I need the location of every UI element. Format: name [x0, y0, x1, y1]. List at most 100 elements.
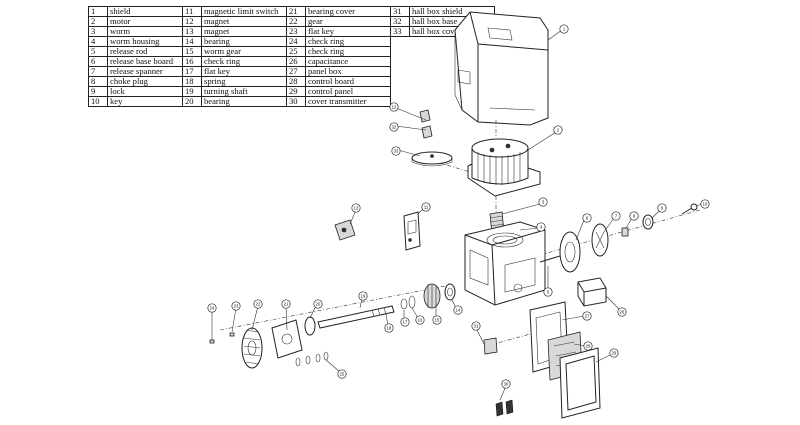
callout-33: 33 — [391, 146, 401, 156]
part-choke-plug — [621, 227, 629, 237]
callout-1: 1 — [559, 24, 569, 34]
callout-3: 3 — [538, 197, 548, 207]
callout-label: 17 — [403, 320, 408, 325]
part-key — [681, 203, 698, 215]
callout-25: 25 — [337, 369, 347, 379]
part-capacitance — [577, 277, 607, 307]
callout-label: 9 — [661, 206, 664, 211]
part-gear — [241, 327, 263, 369]
callout-19: 19 — [358, 291, 368, 301]
callout-31: 31 — [471, 321, 481, 331]
callout-29: 29 — [609, 348, 619, 358]
callout-26: 26 — [617, 307, 627, 317]
part-worm-gear — [423, 283, 441, 309]
part-release-spanner — [591, 223, 609, 257]
callout-15: 15 — [432, 315, 442, 325]
callout-5: 5 — [543, 287, 553, 297]
part-motor — [467, 138, 541, 197]
callout-label: 13 — [354, 206, 359, 211]
part-check-rings — [295, 351, 329, 367]
callout-28: 28 — [583, 341, 593, 351]
callout-13: 13 — [351, 203, 361, 213]
callout-label: 23 — [234, 304, 239, 309]
callout-label: 7 — [615, 214, 618, 219]
leader-lines — [211, 29, 703, 401]
callout-14: 14 — [453, 305, 463, 315]
callout-label: 2 — [557, 128, 560, 133]
callout-32: 32 — [389, 122, 399, 132]
callout-20: 20 — [313, 299, 323, 309]
callout-label: 20 — [316, 302, 321, 307]
callout-23: 23 — [231, 301, 241, 311]
callout-label: 16 — [418, 318, 423, 323]
callout-label: 14 — [456, 308, 461, 313]
callout-label: 29 — [612, 351, 617, 356]
callout-label: 21 — [284, 302, 289, 307]
part-control-panel — [559, 347, 601, 419]
callout-label: 6 — [586, 216, 589, 221]
callout-label: 4 — [540, 225, 543, 230]
callout-6: 6 — [582, 213, 592, 223]
callout-label: 26 — [620, 310, 625, 315]
callout-label: 3 — [542, 200, 545, 205]
part-flat-key — [209, 332, 235, 344]
callout-label: 32 — [392, 125, 397, 130]
callout-11: 11 — [421, 202, 431, 212]
callout-label: 15 — [435, 318, 440, 323]
callout-label: 27 — [585, 314, 590, 319]
callout-label: 5 — [547, 290, 550, 295]
callout-8: 8 — [629, 211, 639, 221]
part-release-rod — [539, 255, 561, 263]
part-release-base-board — [559, 231, 581, 273]
callout-18: 18 — [384, 323, 394, 333]
part-bearing-cover — [271, 319, 303, 359]
callout-label: 1 — [563, 27, 566, 32]
callout-label: 28 — [586, 344, 591, 349]
callout-label: 12 — [392, 105, 397, 110]
callout-label: 33 — [394, 149, 399, 154]
part-cover-transmitter — [483, 337, 514, 417]
axis-shaft — [219, 284, 451, 331]
callout-label: 18 — [387, 326, 392, 331]
callout-label: 19 — [361, 294, 366, 299]
callout-label: 30 — [504, 382, 509, 387]
callout-12: 12 — [389, 102, 399, 112]
part-hall-box — [411, 109, 453, 167]
part-name: cover transmitter — [305, 96, 391, 107]
callout-label: 25 — [340, 372, 345, 377]
callout-9: 9 — [657, 203, 667, 213]
part-magnetic-limit-switch — [403, 211, 421, 251]
part-shield — [454, 11, 549, 126]
part-magnet — [334, 219, 356, 241]
part-bearing — [444, 283, 456, 301]
callout-10: 10 — [700, 199, 710, 209]
callout-label: 8 — [633, 214, 636, 219]
callout-7: 7 — [611, 211, 621, 221]
callout-16: 16 — [415, 315, 425, 325]
callout-label: 11 — [424, 205, 429, 210]
callout-17: 17 — [400, 317, 410, 327]
callout-label: 24 — [210, 306, 215, 311]
callout-24: 24 — [207, 303, 217, 313]
part-check-ring — [400, 295, 416, 310]
part-bearing-2 — [304, 316, 316, 336]
part-lock — [642, 214, 654, 230]
callout-label: 22 — [256, 302, 261, 307]
part-turning-shaft — [317, 305, 395, 329]
part-worm-housing — [464, 221, 546, 306]
callout-30: 30 — [501, 379, 511, 389]
callout-label: 10 — [703, 202, 708, 207]
callout-21: 21 — [281, 299, 291, 309]
callout-2: 2 — [553, 125, 563, 135]
callout-27: 27 — [582, 311, 592, 321]
callout-label: 31 — [474, 324, 479, 329]
callout-4: 4 — [536, 222, 546, 232]
